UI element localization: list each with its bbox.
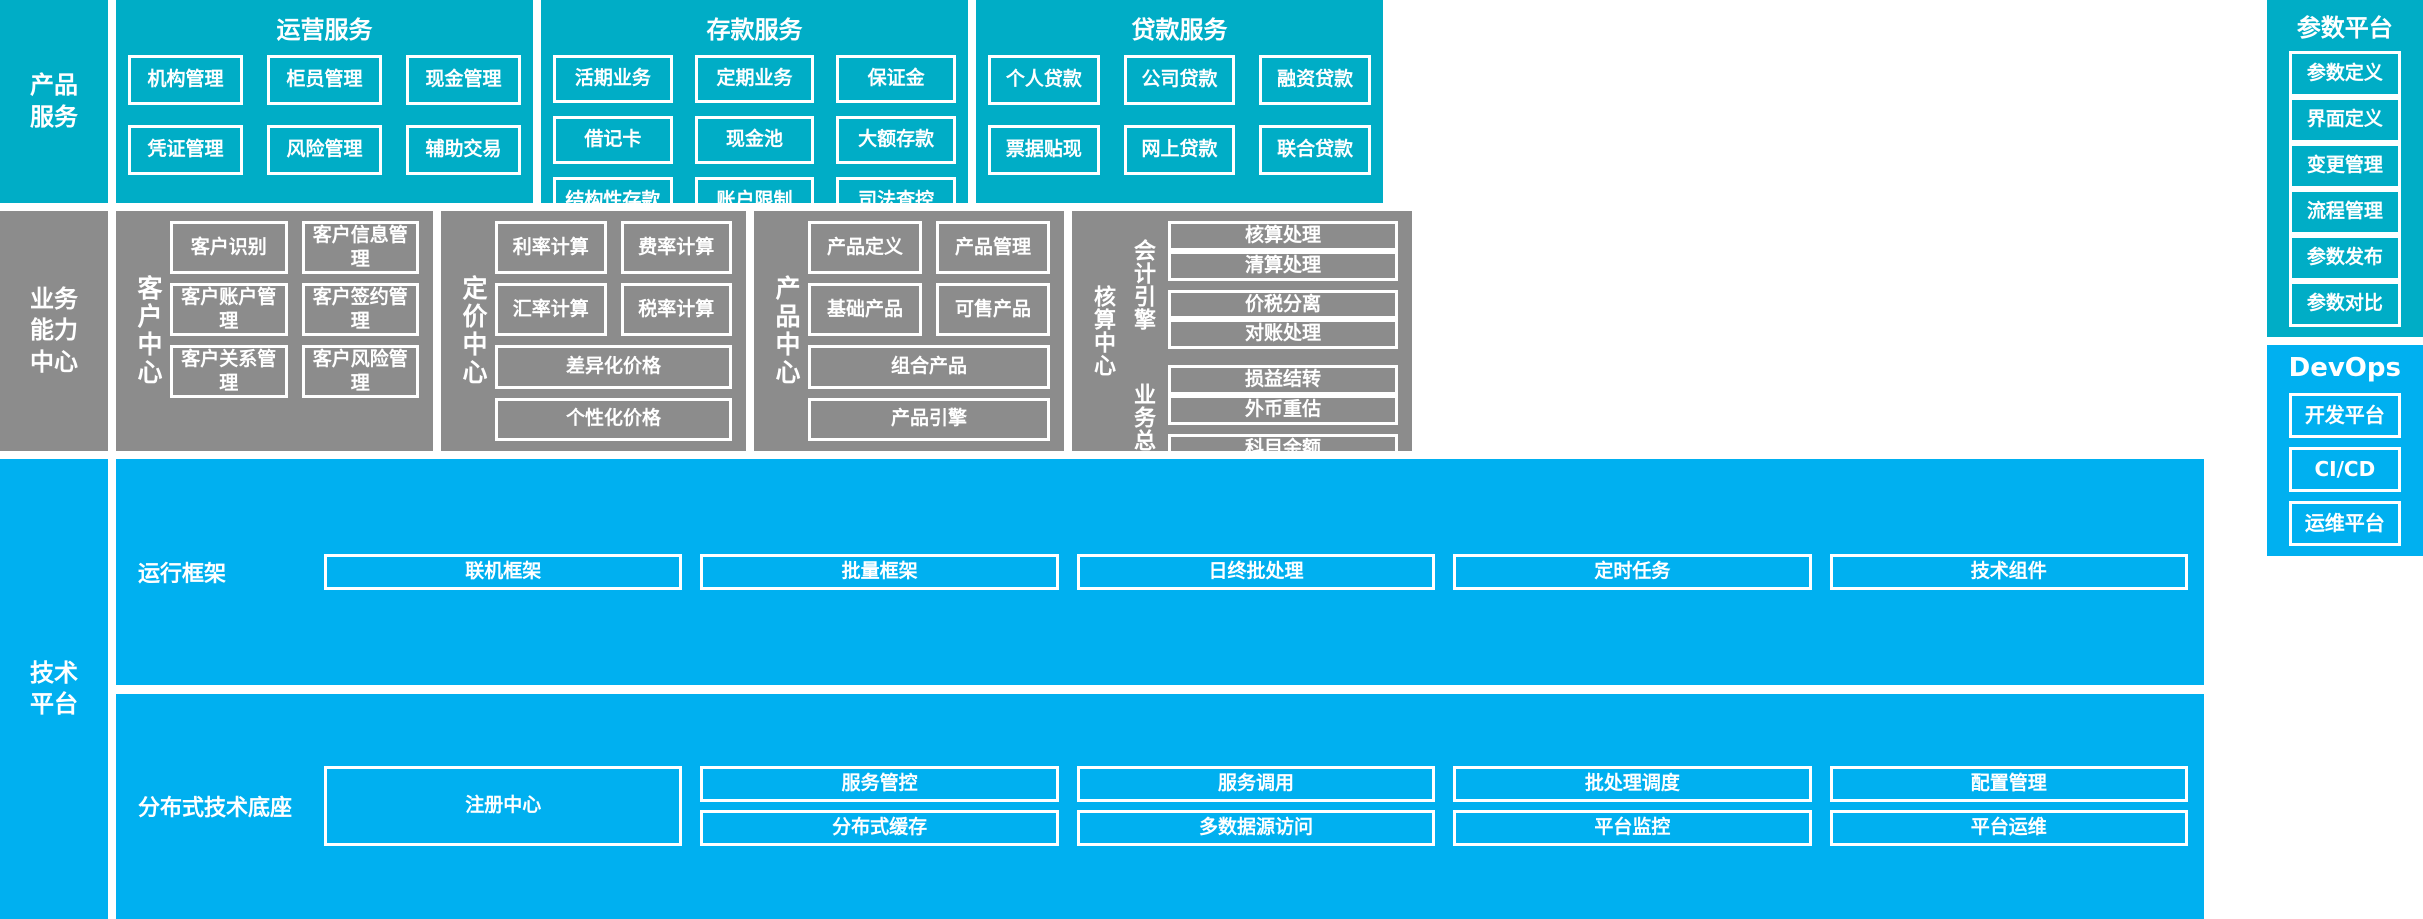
tech-item[interactable]: 技术组件: [1829, 553, 2188, 590]
service-item[interactable]: 现金池: [694, 116, 815, 164]
capability-item[interactable]: 损益结转: [1168, 365, 1398, 395]
capability-center-customer: 客户中心 客户识别 客户信息管理 客户账户管理 客户签约管理 客户关系管理 客户…: [116, 211, 433, 451]
param-item[interactable]: 参数发布: [2288, 235, 2401, 281]
devops-item[interactable]: 开发平台: [2288, 393, 2401, 438]
capability-item[interactable]: 组合产品: [808, 345, 1050, 389]
capability-item[interactable]: 产品定义: [808, 221, 922, 274]
capability-item[interactable]: 费率计算: [620, 221, 732, 274]
capability-item[interactable]: 客户关系管理: [170, 345, 288, 398]
subgroup-label-accounting-engine: 会计引擎: [1130, 239, 1155, 331]
service-item[interactable]: 辅助交易: [406, 125, 521, 175]
service-item[interactable]: 保证金: [836, 55, 956, 103]
service-item[interactable]: 机构管理: [128, 55, 243, 105]
group-title-deposit: 存款服务: [706, 16, 803, 44]
accounting-subgroup-engine: 会计引擎 核算处理 清算处理 价税分离 对账处理: [1122, 221, 1398, 349]
tech-strip-label: 运行框架: [138, 561, 227, 587]
center-label-product: 产品中心: [772, 275, 801, 387]
tech-strip-runtime-framework: 运行框架 联机框架 批量框架 日终批处理 定时任务 技术组件: [116, 459, 2204, 685]
layer-rail-business-capability: 业务 能力 中心: [0, 211, 108, 451]
service-item[interactable]: 网上贷款: [1123, 125, 1236, 175]
service-item[interactable]: 现金管理: [406, 55, 521, 105]
capability-item[interactable]: 对账处理: [1168, 319, 1398, 349]
service-item[interactable]: 票据贴现: [988, 125, 1100, 175]
service-item[interactable]: 柜员管理: [267, 55, 382, 105]
service-item[interactable]: 活期业务: [553, 55, 673, 103]
capability-item[interactable]: 产品管理: [936, 221, 1050, 274]
tech-item[interactable]: 服务管控: [700, 766, 1059, 803]
tech-item[interactable]: 联机框架: [324, 553, 683, 590]
product-service-layer: 产品 服务 运营服务 机构管理 柜员管理 现金管理 凭证管理 风险管理 辅助交易…: [0, 0, 2423, 225]
service-group-operation: 运营服务 机构管理 柜员管理 现金管理 凭证管理 风险管理 辅助交易: [116, 0, 533, 203]
capability-item[interactable]: 汇率计算: [495, 283, 607, 336]
tech-item[interactable]: 日终批处理: [1076, 553, 1436, 590]
service-item[interactable]: 联合贷款: [1259, 125, 1371, 175]
capability-item[interactable]: 客户信息管理: [301, 221, 419, 274]
param-item[interactable]: 界面定义: [2288, 97, 2401, 143]
service-item[interactable]: 公司贷款: [1123, 55, 1236, 105]
devops-item[interactable]: 运维平台: [2288, 501, 2401, 546]
service-item[interactable]: 融资贷款: [1259, 55, 1371, 105]
param-item[interactable]: 变更管理: [2288, 143, 2401, 189]
service-item[interactable]: 定期业务: [694, 55, 815, 103]
center-label-customer: 客户中心: [134, 275, 163, 387]
capability-item[interactable]: 客户识别: [170, 221, 288, 274]
capability-item[interactable]: 税率计算: [620, 283, 732, 336]
center-label-pricing: 定价中心: [459, 275, 488, 387]
tech-item[interactable]: 批量框架: [700, 553, 1059, 590]
tech-item[interactable]: 多数据源访问: [1076, 810, 1436, 847]
tech-item[interactable]: 平台运维: [1829, 810, 2188, 847]
service-item[interactable]: 大额存款: [836, 116, 956, 164]
capability-item[interactable]: 产品引擎: [808, 397, 1050, 441]
service-group-loan: 贷款服务 个人贷款 公司贷款 融资贷款 票据贴现 网上贷款 联合贷款: [976, 0, 1383, 203]
capability-item[interactable]: 客户风险管理: [301, 345, 419, 398]
business-capability-layer: 业务 能力 中心 客户中心 客户识别 客户信息管理 客户账户管理 客户签约管理 …: [0, 211, 2423, 493]
capability-item[interactable]: 客户签约管理: [301, 283, 419, 336]
layer-rail-tech-platform: 技术 平台: [0, 459, 108, 919]
devops-item[interactable]: CI/CD: [2288, 447, 2401, 492]
capability-item[interactable]: 核算处理: [1168, 221, 1398, 251]
group-title-loan: 贷款服务: [1131, 16, 1228, 44]
center-label-accounting: 核算中心: [1090, 285, 1115, 377]
tech-strip-distributed-base: 分布式技术底座 注册中心 服务管控 分布式缓存 服务调用 多数据源访问 批处理调…: [116, 693, 2204, 919]
tech-item[interactable]: 批处理调度: [1453, 766, 1812, 803]
capability-center-accounting: 核算中心 会计引擎 核算处理 清算处理 价税分离 对账处理: [1072, 211, 1412, 493]
capability-item[interactable]: 差异化价格: [495, 345, 732, 389]
tech-item[interactable]: 服务调用: [1076, 766, 1436, 803]
service-group-deposit: 存款服务 活期业务 定期业务 保证金 借记卡 现金池 大额存款 结构性存款 账户…: [541, 0, 968, 225]
param-platform-panel: 参数平台 参数定义 界面定义 变更管理 流程管理 参数发布 参数对比: [2266, 0, 2423, 337]
capability-center-product: 产品中心 产品定义 产品管理 基础产品 可售产品 组合产品 产品引擎: [754, 211, 1064, 451]
capability-item[interactable]: 个性化价格: [495, 397, 732, 441]
tech-item[interactable]: 配置管理: [1829, 766, 2188, 803]
tech-item[interactable]: 注册中心: [324, 766, 683, 847]
tech-platform-layer: 技术 平台 运行框架 联机框架 批量框架 日终批处理 定时任务 技术组件 分布式…: [0, 459, 2423, 919]
devops-title: DevOps: [2288, 353, 2401, 383]
capability-item[interactable]: 基础产品: [808, 283, 922, 336]
tech-item[interactable]: 定时任务: [1453, 553, 1812, 590]
capability-item[interactable]: 利率计算: [495, 221, 607, 274]
capability-item[interactable]: 外币重估: [1168, 394, 1398, 425]
service-item[interactable]: 风险管理: [267, 125, 382, 175]
param-platform-title: 参数平台: [2296, 14, 2393, 42]
tech-item[interactable]: 分布式缓存: [700, 810, 1059, 847]
layer-rail-product-service: 产品 服务: [0, 0, 108, 203]
capability-item[interactable]: 可售产品: [936, 283, 1050, 336]
capability-item[interactable]: 价税分离: [1168, 289, 1398, 320]
param-item[interactable]: 流程管理: [2288, 189, 2401, 235]
tech-strip-label: 分布式技术底座: [138, 796, 293, 822]
devops-panel: DevOps 开发平台 CI/CD 运维平台: [2266, 345, 2423, 556]
tech-item[interactable]: 平台监控: [1453, 810, 1812, 847]
param-item[interactable]: 参数对比: [2288, 281, 2401, 327]
capability-item[interactable]: 客户账户管理: [170, 283, 288, 336]
param-item[interactable]: 参数定义: [2288, 51, 2401, 97]
service-item[interactable]: 凭证管理: [128, 125, 243, 175]
service-item[interactable]: 个人贷款: [988, 55, 1100, 105]
capability-item[interactable]: 清算处理: [1168, 250, 1398, 281]
right-column: 参数平台 参数定义 界面定义 变更管理 流程管理 参数发布 参数对比 DevOp…: [2266, 0, 2423, 919]
group-title-operation: 运营服务: [276, 16, 373, 44]
service-item[interactable]: 借记卡: [553, 116, 673, 164]
capability-center-pricing: 定价中心 利率计算 费率计算 汇率计算 税率计算 差异化价格 个性化价格: [441, 211, 746, 451]
